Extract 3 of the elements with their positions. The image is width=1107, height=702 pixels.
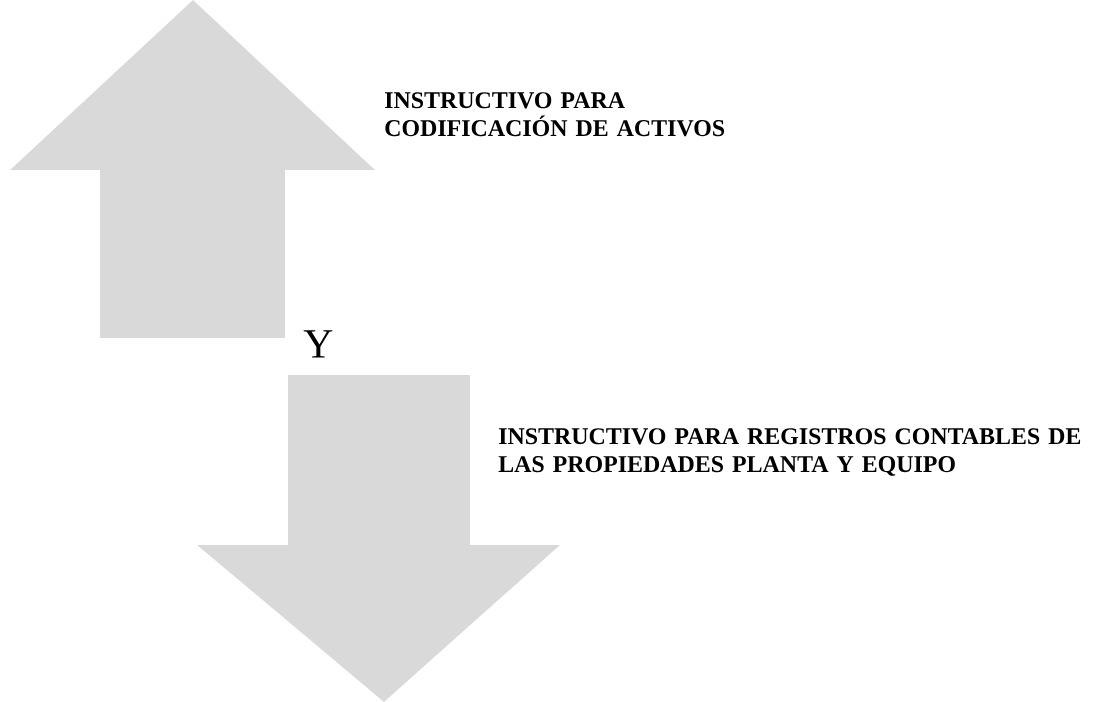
heading-text: INSTRUCTIVO PARA REGISTROS CONTABLES DE LAS PROPIEDADES PLANTA Y EQUIPO (498, 428, 1081, 476)
heading-text: Y (303, 330, 333, 358)
heading-text: INSTRUCTIVO PARA CODIFICACIÓN DE ACTIVOS (385, 92, 725, 137)
